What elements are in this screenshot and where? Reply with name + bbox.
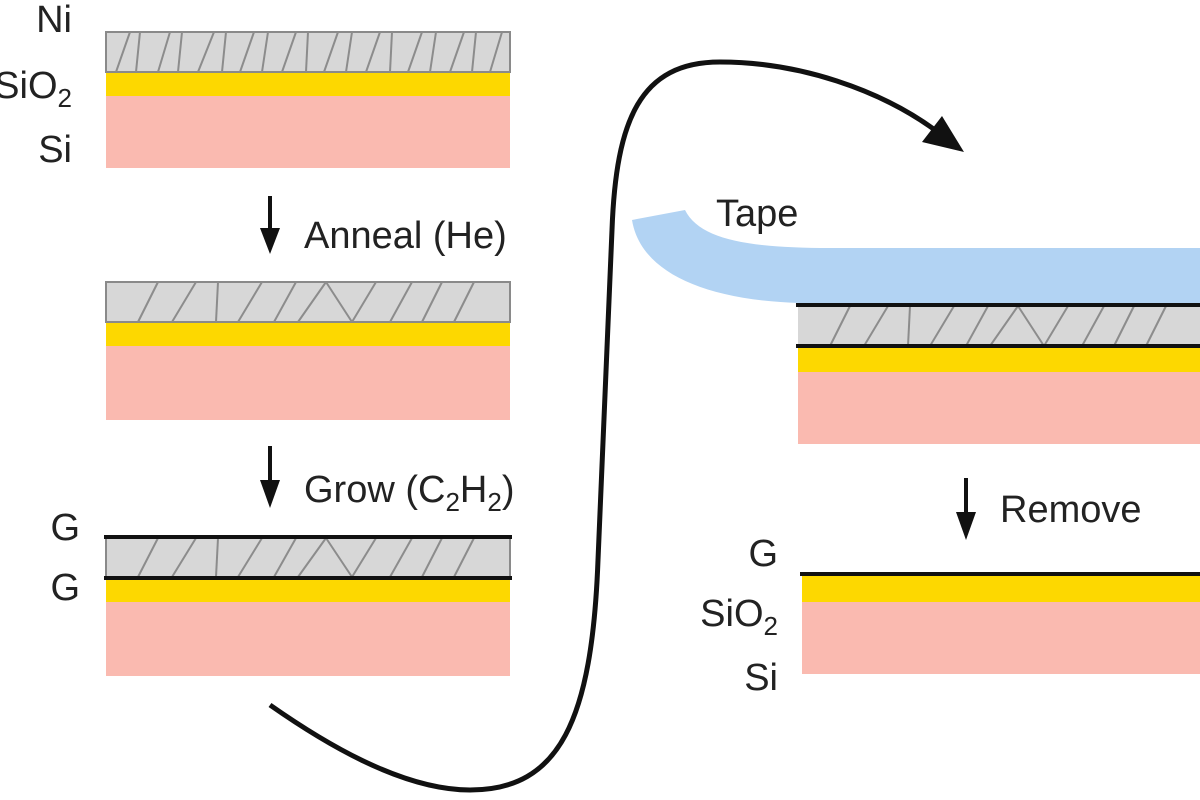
down-arrow-icon: [260, 446, 280, 508]
down-arrow-icon: [260, 196, 280, 254]
si-layer: [106, 602, 510, 676]
ni-layer: [105, 281, 511, 323]
process-flow-arrow: [268, 59, 937, 793]
ni-large-grains: [137, 537, 475, 578]
arrow-head-icon: [922, 116, 964, 152]
sio2-layer: [106, 72, 510, 96]
step-anneal: Anneal (He): [304, 215, 507, 257]
sio2-layer: [106, 322, 510, 346]
stack-initial: [105, 31, 511, 168]
label-si-final: Si: [744, 657, 778, 699]
label-tape: Tape: [716, 193, 798, 235]
stack-final: [800, 572, 1200, 674]
label-si: Si: [38, 129, 72, 171]
stack-peeled: [796, 303, 1200, 444]
si-layer: [106, 96, 510, 168]
ni-fine-grains: [115, 31, 503, 73]
label-sio2-final: SiO2: [700, 593, 778, 641]
step-grow: Grow (C2H2): [304, 469, 515, 517]
ni-layer: [798, 306, 1200, 346]
label-sio2: SiO2: [0, 65, 72, 113]
si-layer: [802, 602, 1200, 674]
down-arrow-icon: [956, 478, 976, 540]
stack-grown: [104, 535, 512, 676]
label-graphene-top: G: [50, 507, 80, 549]
label-graphene-bottom: G: [50, 567, 80, 609]
si-layer: [106, 346, 510, 420]
ni-large-grains: [829, 305, 1167, 347]
ni-large-grains: [137, 281, 475, 323]
step-remove: Remove: [1000, 489, 1142, 531]
sio2-layer: [106, 578, 510, 602]
tape-strip: [632, 210, 1200, 303]
label-graphene-final: G: [748, 533, 778, 575]
sio2-layer: [798, 346, 1200, 372]
si-layer: [798, 372, 1200, 444]
stack-annealed: [105, 281, 511, 420]
ni-layer: [105, 536, 511, 579]
label-ni: Ni: [36, 0, 72, 41]
sio2-layer: [802, 575, 1200, 602]
